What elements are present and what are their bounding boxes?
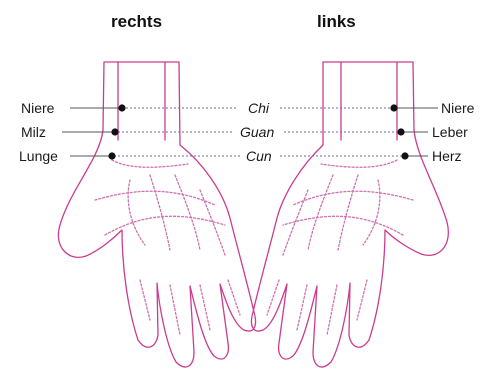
- pulse-point-links-cun: [401, 152, 408, 159]
- label-links-leber: Leber: [432, 124, 468, 140]
- label-cun: Cun: [244, 148, 274, 164]
- label-guan: Guan: [238, 124, 276, 140]
- label-chi: Chi: [246, 100, 271, 116]
- header-rechts: rechts: [111, 12, 162, 32]
- pulse-point-links-guan: [397, 128, 404, 135]
- label-rechts-milz: Milz: [21, 124, 61, 140]
- pulse-point-links-chi: [390, 104, 397, 111]
- pulse-point-rechts-cun: [108, 152, 115, 159]
- label-rechts-niere: Niere: [21, 100, 69, 116]
- label-links-niere: Niere: [441, 100, 474, 116]
- header-links: links: [317, 12, 356, 32]
- pulse-point-rechts-chi: [118, 104, 125, 111]
- label-links-herz: Herz: [432, 148, 462, 164]
- pulse-point-rechts-guan: [111, 128, 118, 135]
- label-rechts-lunge: Lunge: [19, 148, 69, 164]
